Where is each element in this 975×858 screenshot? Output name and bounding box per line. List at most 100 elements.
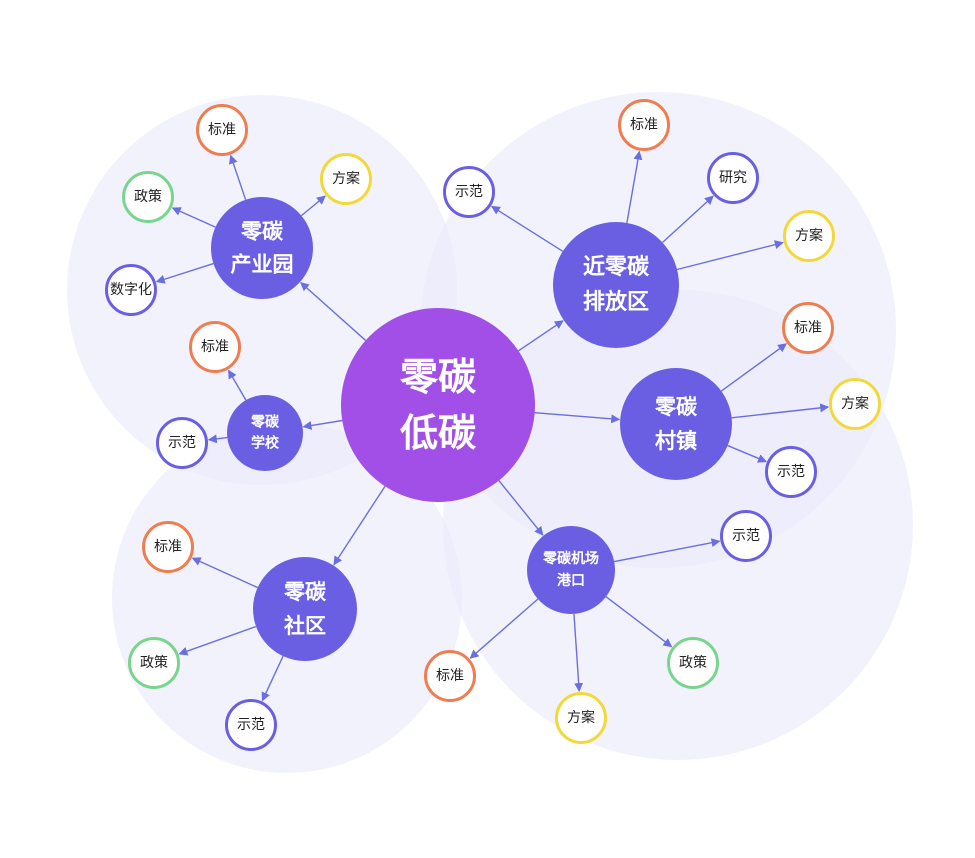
leaf-node-label: 方案: [795, 227, 823, 244]
leaf-node-circle: [128, 637, 180, 689]
leaf-node-circle: [829, 378, 881, 430]
category-node-label-line-2: 学校: [251, 435, 280, 452]
leaf-node-label: 示范: [732, 527, 760, 544]
leaf-node-community-1[interactable]: 标准: [142, 521, 194, 573]
leaf-node-circle: [424, 650, 476, 702]
arrow-park-to-leaf-4: [155, 262, 214, 284]
leaf-node-circle: [142, 521, 194, 573]
category-node-label-line-1: 零碳: [654, 395, 698, 419]
leaf-node-label: 标准: [154, 539, 182, 555]
category-node-label-line-1: 零碳: [240, 220, 284, 244]
arrow-school-to-leaf-1: [227, 369, 247, 401]
arrow-center-to-school: [302, 419, 343, 430]
leaf-node-school-1[interactable]: 标准: [189, 321, 241, 373]
leaf-node-near-1[interactable]: 标准: [618, 99, 670, 151]
leaf-node-label: 政策: [134, 188, 162, 205]
category-node-label-line-1: 零碳: [250, 414, 280, 431]
leaf-node-circle: [196, 104, 248, 156]
leaf-node-label: 政策: [679, 654, 707, 671]
category-node-circle: [253, 557, 357, 661]
arrow-community-to-leaf-1: [191, 557, 258, 589]
leaf-node-circle: [122, 171, 174, 223]
leaf-node-village-3[interactable]: 示范: [765, 446, 817, 498]
leaf-node-park-3[interactable]: 政策: [122, 171, 174, 223]
leaf-node-airport-4[interactable]: 标准: [424, 650, 476, 702]
leaf-node-circle: [320, 153, 372, 205]
leaf-node-circle: [225, 699, 277, 751]
arrow-airport-to-leaf-4: [469, 598, 539, 659]
leaf-node-airport-3[interactable]: 方案: [555, 692, 607, 744]
arrow-park-to-leaf-1: [228, 154, 247, 200]
leaf-node-circle: [720, 510, 772, 562]
leaf-node-village-1[interactable]: 标准: [782, 302, 834, 354]
arrow-village-to-leaf-2: [731, 403, 830, 419]
background-bubble-3: [443, 290, 913, 760]
leaf-node-park-4[interactable]: 数字化: [105, 264, 157, 316]
leaf-node-label: 标准: [436, 668, 464, 684]
leaf-node-label: 示范: [237, 716, 265, 733]
leaf-node-label: 标准: [201, 339, 229, 355]
arrow-center-to-near: [518, 320, 564, 352]
arrow-school-to-leaf-2: [207, 434, 228, 444]
leaf-node-near-2[interactable]: 研究: [707, 152, 759, 204]
connector-arrows: [155, 150, 830, 702]
leaf-node-label: 研究: [719, 170, 747, 186]
leaf-node-circle: [782, 302, 834, 354]
leaf-node-label: 政策: [140, 654, 168, 671]
arrow-park-to-leaf-3: [171, 207, 216, 228]
leaf-node-community-3[interactable]: 示范: [225, 699, 277, 751]
center-node-label-line-2: 低碳: [400, 411, 477, 455]
leaf-node-label: 示范: [168, 434, 196, 451]
leaf-node-near-3[interactable]: 示范: [443, 166, 495, 218]
center-node-label-line-1: 零碳: [400, 355, 477, 399]
leaf-node-circle: [443, 166, 495, 218]
arrow-near-to-leaf-2: [662, 195, 714, 243]
leaf-node-label: 示范: [455, 183, 483, 200]
leaf-node-label: 示范: [777, 463, 805, 480]
leaf-node-near-4[interactable]: 方案: [783, 210, 835, 262]
leaf-node-park-1[interactable]: 标准: [196, 104, 248, 156]
leaf-node-airport-2[interactable]: 政策: [667, 637, 719, 689]
arrow-airport-to-leaf-3: [573, 613, 584, 693]
arrow-center-to-community: [333, 485, 386, 566]
arrow-center-to-airport: [498, 480, 544, 536]
category-node-label-line-1: 近零碳: [583, 254, 650, 280]
leaf-node-circle: [707, 152, 759, 204]
leaf-node-circle: [765, 446, 817, 498]
leaf-node-park-2[interactable]: 方案: [320, 153, 372, 205]
category-node-label-line-2: 村镇: [655, 429, 697, 453]
arrow-airport-to-leaf-2: [605, 596, 673, 648]
category-node-circle: [211, 197, 313, 299]
leaf-node-label: 标准: [630, 117, 658, 133]
leaf-node-label: 标准: [208, 122, 236, 138]
center-node-circle: [341, 308, 535, 502]
diagram-nodes: 零碳低碳零碳产业园标准方案政策数字化零碳学校标准示范近零碳排放区标准研究示范方案…: [105, 99, 881, 751]
leaf-node-label: 方案: [841, 395, 869, 412]
leaf-node-airport-1[interactable]: 示范: [720, 510, 772, 562]
leaf-node-school-2[interactable]: 示范: [156, 417, 208, 469]
arrow-airport-to-leaf-1: [614, 538, 721, 563]
leaf-node-village-2[interactable]: 方案: [829, 378, 881, 430]
category-node-label-line-2: 产业园: [231, 253, 294, 277]
leaf-node-circle: [555, 692, 607, 744]
leaf-node-circle: [618, 99, 670, 151]
arrow-park-to-leaf-2: [300, 195, 326, 217]
arrow-center-to-park: [300, 281, 367, 341]
category-node-label-line-2: 港口: [557, 572, 585, 589]
arrow-near-to-leaf-3: [490, 205, 564, 252]
leaf-node-community-2[interactable]: 政策: [128, 637, 180, 689]
leaf-node-label: 标准: [794, 320, 822, 336]
category-node-circle: [527, 526, 615, 614]
leaf-node-label: 方案: [332, 170, 360, 187]
leaf-node-label: 方案: [567, 709, 595, 726]
leaf-node-circle: [667, 637, 719, 689]
leaf-node-circle: [105, 264, 157, 316]
